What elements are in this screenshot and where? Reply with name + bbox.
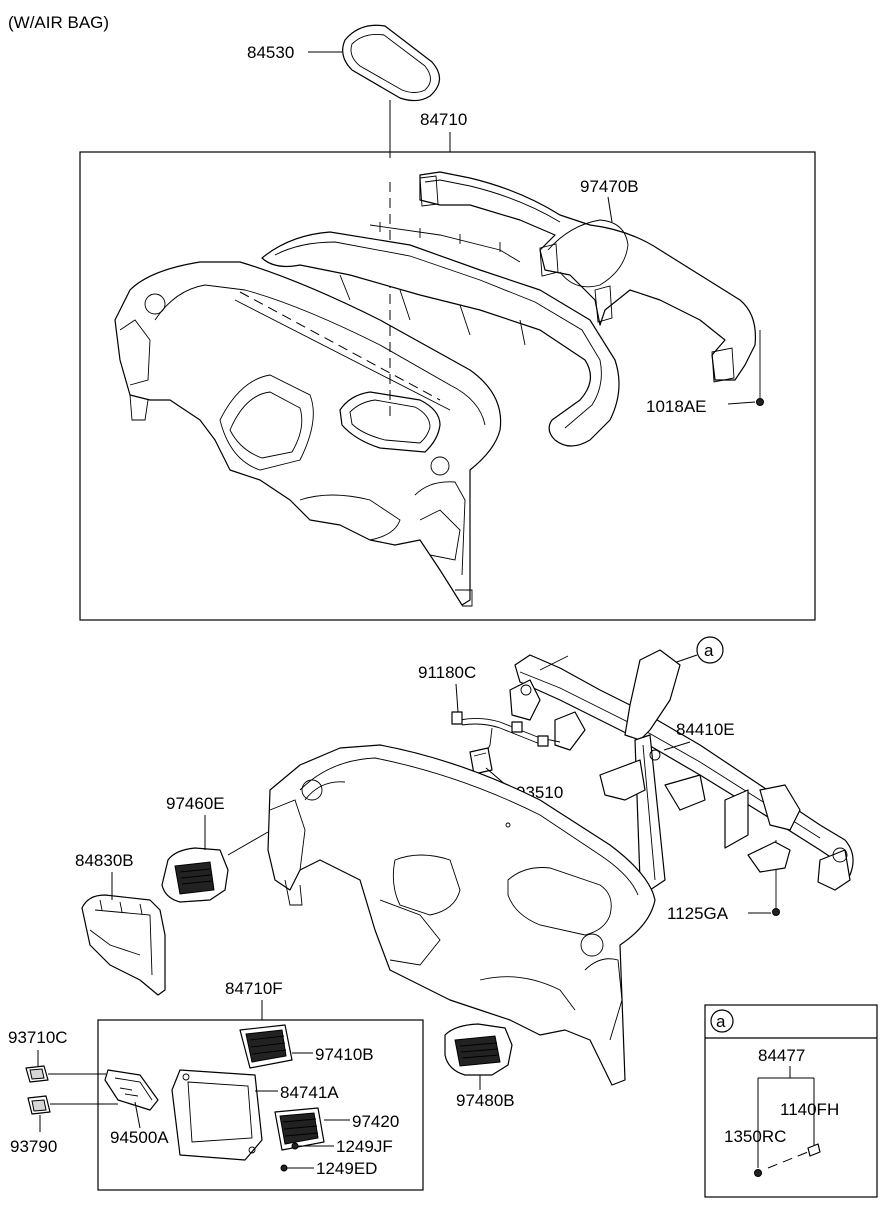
crash-pad-lower-part [267,744,656,1086]
screw-1249JF [291,1142,334,1150]
label-97460E: 97460E [166,794,225,813]
label-94500A: 94500A [110,1128,169,1147]
leader-1018AE [727,401,756,405]
vent-97480B-part [444,1023,513,1076]
vent-97420-part [274,1107,325,1151]
label-97480B: 97480B [456,1091,515,1110]
label-84741A: 84741A [280,1083,339,1102]
label-97470B: 97470B [580,177,639,196]
label-97410B: 97410B [315,1045,374,1064]
switch-93790-part [27,1095,51,1115]
screw-1249ED [280,1164,314,1172]
label-84710: 84710 [420,110,467,129]
upper-assembly-frame [79,151,816,621]
label-1350RC: 1350RC [724,1127,786,1146]
defroster-duct-part [419,171,757,383]
side-vent-97460E-part [161,847,229,903]
leader-84410E [663,741,691,751]
leader-94500A [134,1101,141,1129]
label-1249JF: 1249JF [336,1137,393,1156]
label-1125GA: 1125GA [667,904,729,923]
screw-1140FH [767,1143,821,1169]
callout-a-circle [696,636,724,664]
center-fascia-frame [97,1019,424,1191]
leader-side-vent [227,831,269,856]
airbag-door-part [342,24,441,102]
label-1140FH: 1140FH [780,1100,839,1119]
center-panel-84741A-part [171,1069,263,1161]
label-93790: 93790 [10,1137,57,1156]
bolt-1125GA [747,840,791,916]
label-93710C: 93710C [8,1028,68,1047]
switch-module-94500A-part [104,1069,159,1111]
clip-1350RC [754,1169,762,1177]
label-84410E: 84410E [676,720,735,739]
diagram-title: (W/AIR BAG) [8,13,109,32]
lower-cover-84830B-part [81,894,166,996]
label-84710F: 84710F [225,979,283,998]
screw-1018AE [756,330,764,406]
label-84477: 84477 [758,1046,805,1065]
leader-91180C [455,683,459,713]
callout-a-detail: a [716,1012,726,1031]
switch-93710C-part [25,1065,49,1083]
duct-bracket-part [261,222,620,447]
callout-a-main: a [704,641,714,660]
label-84830B: 84830B [75,851,134,870]
label-1249ED: 1249ED [316,1159,377,1178]
wiring-harness-part [451,711,561,756]
vent-97410B-part [239,1024,293,1069]
cowl-cross-bar-part [509,649,854,891]
label-97420: 97420 [352,1112,399,1131]
crash-pad-upper-part [114,261,502,607]
label-91180C: 91180C [418,663,476,682]
label-1018AE: 1018AE [646,397,707,416]
detail-a-frame [704,1004,878,1198]
switch-93510-part [469,747,493,775]
leader-97470B [607,196,613,223]
label-84530: 84530 [247,43,294,62]
detail-a-circle [710,1009,734,1033]
